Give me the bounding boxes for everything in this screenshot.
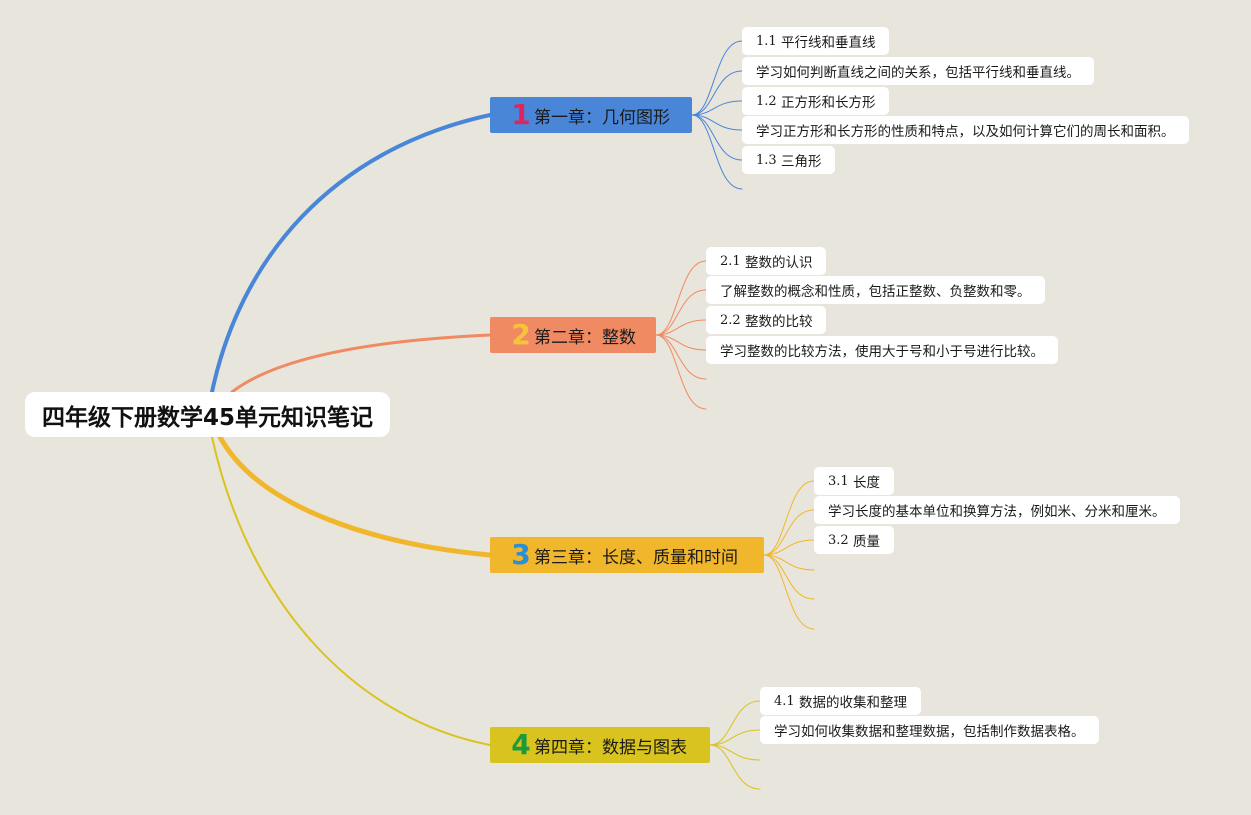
leaf-code: 2.1 bbox=[720, 253, 741, 269]
leaf-1-2[interactable]: 1.2 正方形和长方形 bbox=[742, 87, 890, 115]
chapter-3-node[interactable]: 3 第三章：长度、质量和时间 bbox=[490, 537, 764, 573]
leaf-text: 学习如何判断直线之间的关系，包括平行线和垂直线。 bbox=[756, 65, 1080, 81]
main-branch bbox=[211, 436, 491, 746]
chapter-title: 第四章：数据与图表 bbox=[534, 737, 687, 758]
leaf-code: 3.1 bbox=[828, 473, 849, 489]
leaf-branch bbox=[655, 319, 707, 336]
leaf-branch bbox=[655, 260, 707, 336]
leaf-branch bbox=[691, 40, 743, 116]
leaf-2-2[interactable]: 2.2 整数的比较 bbox=[706, 306, 827, 334]
leaf-text: 三角形 bbox=[780, 154, 822, 170]
chapter-number: 2 bbox=[511, 318, 531, 351]
main-branch bbox=[230, 333, 492, 394]
leaf-branch bbox=[763, 554, 815, 630]
leaf-branch bbox=[763, 554, 815, 600]
leaf-branch bbox=[763, 509, 815, 556]
leaf-code: 1.1 bbox=[756, 33, 777, 49]
leaf-2-1-desc[interactable]: 了解整数的概念和性质，包括正整数、负整数和零。 bbox=[706, 276, 1045, 304]
leaf-branch bbox=[763, 539, 815, 556]
leaf-1-1[interactable]: 1.1 平行线和垂直线 bbox=[742, 27, 890, 55]
leaf-branch bbox=[709, 744, 761, 790]
leaf-2-1[interactable]: 2.1 整数的认识 bbox=[706, 247, 827, 275]
root-topic[interactable]: 四年级下册数学45单元知识笔记 bbox=[25, 392, 390, 437]
leaf-text: 学习如何收集数据和整理数据，包括制作数据表格。 bbox=[774, 724, 1085, 740]
leaf-branch bbox=[691, 114, 743, 190]
leaf-2-2-desc[interactable]: 学习整数的比较方法，使用大于号和小于号进行比较。 bbox=[706, 336, 1058, 364]
main-branch bbox=[210, 113, 492, 394]
leaf-1-3[interactable]: 1.3 三角形 bbox=[742, 146, 836, 174]
leaf-text: 正方形和长方形 bbox=[780, 95, 876, 111]
leaf-text: 长度 bbox=[852, 475, 880, 491]
leaf-text: 质量 bbox=[852, 534, 880, 550]
leaf-text: 了解整数的概念和性质，包括正整数、负整数和零。 bbox=[720, 284, 1031, 300]
root-title: 四年级下册数学45单元知识笔记 bbox=[41, 404, 373, 431]
chapter-number: 4 bbox=[511, 728, 531, 761]
chapter-title: 第二章：整数 bbox=[534, 327, 636, 348]
chapter-1-node[interactable]: 1 第一章：几何图形 bbox=[490, 97, 692, 133]
leaf-branch bbox=[655, 289, 707, 336]
chapter-4-node[interactable]: 4 第四章：数据与图表 bbox=[490, 727, 710, 763]
leaf-text: 整数的比较 bbox=[744, 314, 813, 330]
leaf-branch bbox=[655, 334, 707, 351]
leaf-text: 学习正方形和长方形的性质和特点，以及如何计算它们的周长和面积。 bbox=[756, 124, 1175, 140]
chapter-number: 3 bbox=[511, 538, 531, 571]
leaf-code: 2.2 bbox=[720, 312, 741, 328]
main-branch bbox=[217, 434, 493, 558]
leaf-code: 3.2 bbox=[828, 532, 849, 548]
leaf-text: 整数的认识 bbox=[744, 255, 813, 271]
leaf-3-1[interactable]: 3.1 长度 bbox=[814, 467, 894, 495]
leaf-code: 1.3 bbox=[756, 152, 777, 168]
leaf-branch bbox=[709, 744, 761, 761]
chapter-title: 第三章：长度、质量和时间 bbox=[534, 547, 738, 568]
leaf-branch bbox=[655, 334, 707, 410]
leaf-branch bbox=[763, 480, 815, 556]
leaf-text: 学习整数的比较方法，使用大于号和小于号进行比较。 bbox=[720, 344, 1044, 360]
leaf-text: 学习长度的基本单位和换算方法，例如米、分米和厘米。 bbox=[828, 504, 1166, 520]
leaf-branch bbox=[691, 114, 743, 161]
leaf-1-2-desc[interactable]: 学习正方形和长方形的性质和特点，以及如何计算它们的周长和面积。 bbox=[742, 116, 1189, 144]
leaf-4-1-desc[interactable]: 学习如何收集数据和整理数据，包括制作数据表格。 bbox=[760, 716, 1099, 744]
chapter-title: 第一章：几何图形 bbox=[534, 107, 670, 128]
leaf-branch bbox=[763, 554, 815, 571]
leaf-branch bbox=[691, 70, 743, 116]
leaf-branch bbox=[691, 114, 743, 131]
leaf-code: 4.1 bbox=[774, 693, 795, 709]
leaf-branch bbox=[709, 729, 761, 746]
chapter-2-node[interactable]: 2 第二章：整数 bbox=[490, 317, 656, 353]
leaf-code: 1.2 bbox=[756, 93, 777, 109]
leaf-4-1[interactable]: 4.1 数据的收集和整理 bbox=[760, 687, 921, 715]
leaf-1-1-desc[interactable]: 学习如何判断直线之间的关系，包括平行线和垂直线。 bbox=[742, 57, 1094, 85]
leaf-3-2[interactable]: 3.2 质量 bbox=[814, 526, 894, 554]
leaf-text: 平行线和垂直线 bbox=[780, 35, 876, 51]
leaf-branch bbox=[655, 334, 707, 380]
chapter-number: 1 bbox=[511, 98, 531, 131]
leaf-branch bbox=[709, 700, 761, 746]
leaf-3-1-desc[interactable]: 学习长度的基本单位和换算方法，例如米、分米和厘米。 bbox=[814, 496, 1180, 524]
leaf-branch bbox=[691, 100, 743, 116]
leaf-text: 数据的收集和整理 bbox=[798, 695, 907, 711]
